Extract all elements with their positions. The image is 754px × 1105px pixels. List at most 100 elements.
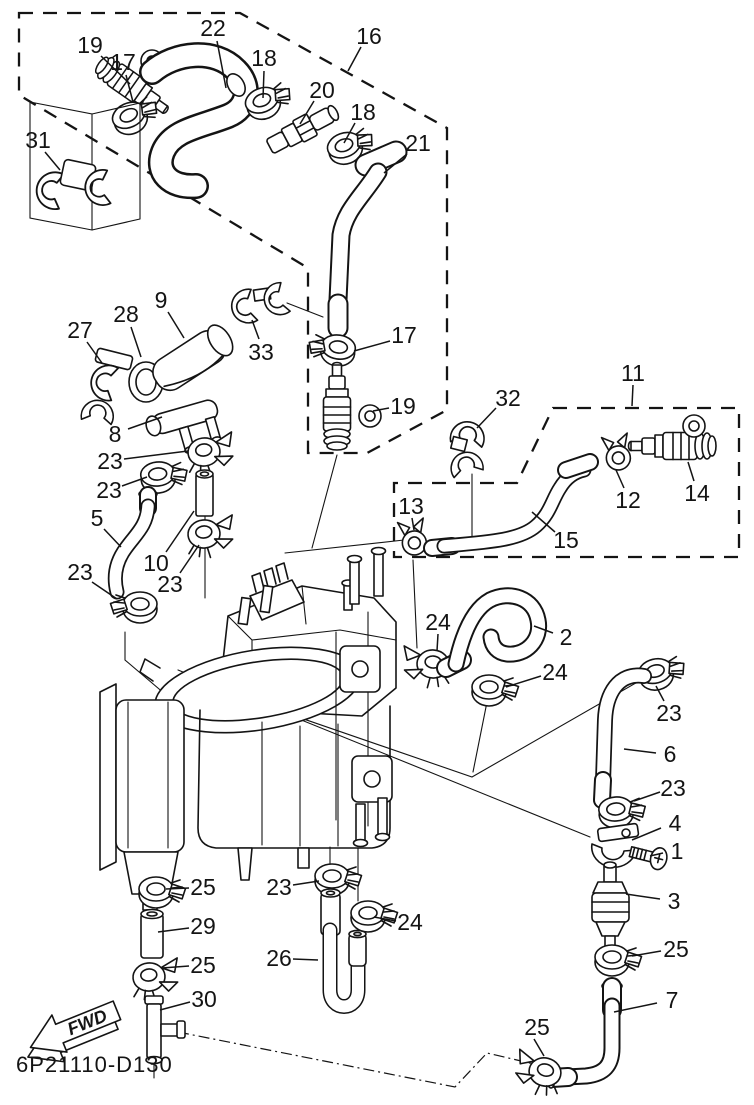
leader-line <box>91 581 118 600</box>
injector-19-mid <box>322 361 382 451</box>
leader-line <box>157 927 190 933</box>
part-number-label: 3 <box>668 888 681 914</box>
part-number-label: 6 <box>664 741 677 767</box>
part-number-label: 25 <box>524 1014 550 1040</box>
leader-line <box>123 450 189 460</box>
part-number-label: 23 <box>660 775 686 801</box>
stay-32 <box>446 418 488 479</box>
part-number-label: 8 <box>109 421 122 447</box>
part-number-label: 25 <box>190 874 216 900</box>
hose-2 <box>436 587 548 678</box>
part-number-label: 18 <box>251 45 277 71</box>
leader-line <box>216 40 227 89</box>
joint-30 <box>144 995 186 1065</box>
leader-line <box>165 887 190 890</box>
leader-line <box>655 685 665 702</box>
part-number-label: 29 <box>190 913 216 939</box>
leader-line <box>533 1038 545 1057</box>
part-number-label: 23 <box>266 874 292 900</box>
leader-line <box>633 791 661 802</box>
part-number-label: 23 <box>96 477 122 503</box>
leader-line <box>161 965 190 969</box>
leader-line <box>121 476 148 487</box>
leader-line <box>615 469 625 489</box>
part-number-label: 7 <box>666 987 679 1013</box>
fuel-joint-20 <box>266 104 340 154</box>
part-number-label: 31 <box>25 127 51 153</box>
part-number-label: 23 <box>656 700 682 726</box>
spacer-29 <box>140 908 164 959</box>
leader-line <box>373 916 397 922</box>
leader-line <box>383 153 408 174</box>
group-box-11 <box>392 406 741 559</box>
part-number-label: 20 <box>309 77 335 103</box>
leader-line <box>531 511 556 533</box>
leader-line <box>372 407 390 412</box>
part-number-label: 26 <box>266 945 292 971</box>
part-number-label: 5 <box>91 505 104 531</box>
leader-line <box>100 55 131 85</box>
part-number-label: 9 <box>155 287 168 313</box>
leader-line <box>687 461 695 482</box>
hose-holder-33 <box>227 280 292 327</box>
leader-line <box>353 340 391 352</box>
leader-line <box>292 880 320 886</box>
leader-line <box>44 151 61 171</box>
part-number-label: 17 <box>110 49 136 75</box>
leader-line <box>625 893 661 900</box>
leader-line <box>347 46 362 72</box>
leader-line <box>262 70 265 99</box>
part-number-label: 24 <box>397 909 423 935</box>
part-number-label: 16 <box>356 23 382 49</box>
spring-clamp-12 <box>600 432 635 473</box>
part-number-label: 32 <box>495 385 521 411</box>
leader-line <box>631 384 634 407</box>
clamp-25-a <box>138 876 187 909</box>
part-number-label: 33 <box>248 339 274 365</box>
part-number-label: 21 <box>405 130 431 156</box>
leader-line <box>127 416 163 430</box>
part-number-label: 17 <box>391 322 417 348</box>
clamp-25-c <box>594 944 643 977</box>
part-number-label: 23 <box>67 559 93 585</box>
leader-line <box>343 122 356 144</box>
leader-line <box>179 544 200 574</box>
grommet-9 <box>152 324 234 392</box>
leader-line <box>631 827 662 841</box>
part-number-label: 24 <box>425 609 451 635</box>
bracket-27 <box>79 347 134 426</box>
leader-line <box>167 311 185 339</box>
part-number-label: 15 <box>553 527 579 553</box>
leader-line <box>613 1002 658 1013</box>
hose-21 <box>327 140 408 339</box>
leader-line <box>411 517 415 531</box>
part-number-label: 28 <box>113 301 139 327</box>
routing-box <box>29 101 141 231</box>
vapor-separator-assembly <box>99 546 397 921</box>
part-number-label: 1 <box>671 838 684 864</box>
part-number-label: 13 <box>398 493 424 519</box>
screw-1 <box>628 845 668 871</box>
part-number-label: 19 <box>390 393 416 419</box>
clamp-23-d <box>597 794 648 830</box>
hose-holder-31 <box>33 158 112 211</box>
hose-22 <box>139 42 259 200</box>
part-number-label: 11 <box>621 360 645 386</box>
leader-line <box>533 625 554 634</box>
part-number-label: 23 <box>97 448 123 474</box>
holder-4 <box>590 822 640 869</box>
leader-line <box>299 100 315 125</box>
leader-line <box>251 319 260 340</box>
hose-clamp-17-mid <box>305 330 358 370</box>
leader-line <box>165 510 195 553</box>
part-number-label: 30 <box>191 986 217 1012</box>
diagram-code: 6P21110-D130 <box>16 1052 173 1077</box>
leader-line <box>623 748 657 754</box>
part-number-label: 10 <box>143 550 169 576</box>
part-number-label: 25 <box>190 952 216 978</box>
part-number-label: 23 <box>157 571 183 597</box>
part-number-label: 22 <box>200 15 226 41</box>
